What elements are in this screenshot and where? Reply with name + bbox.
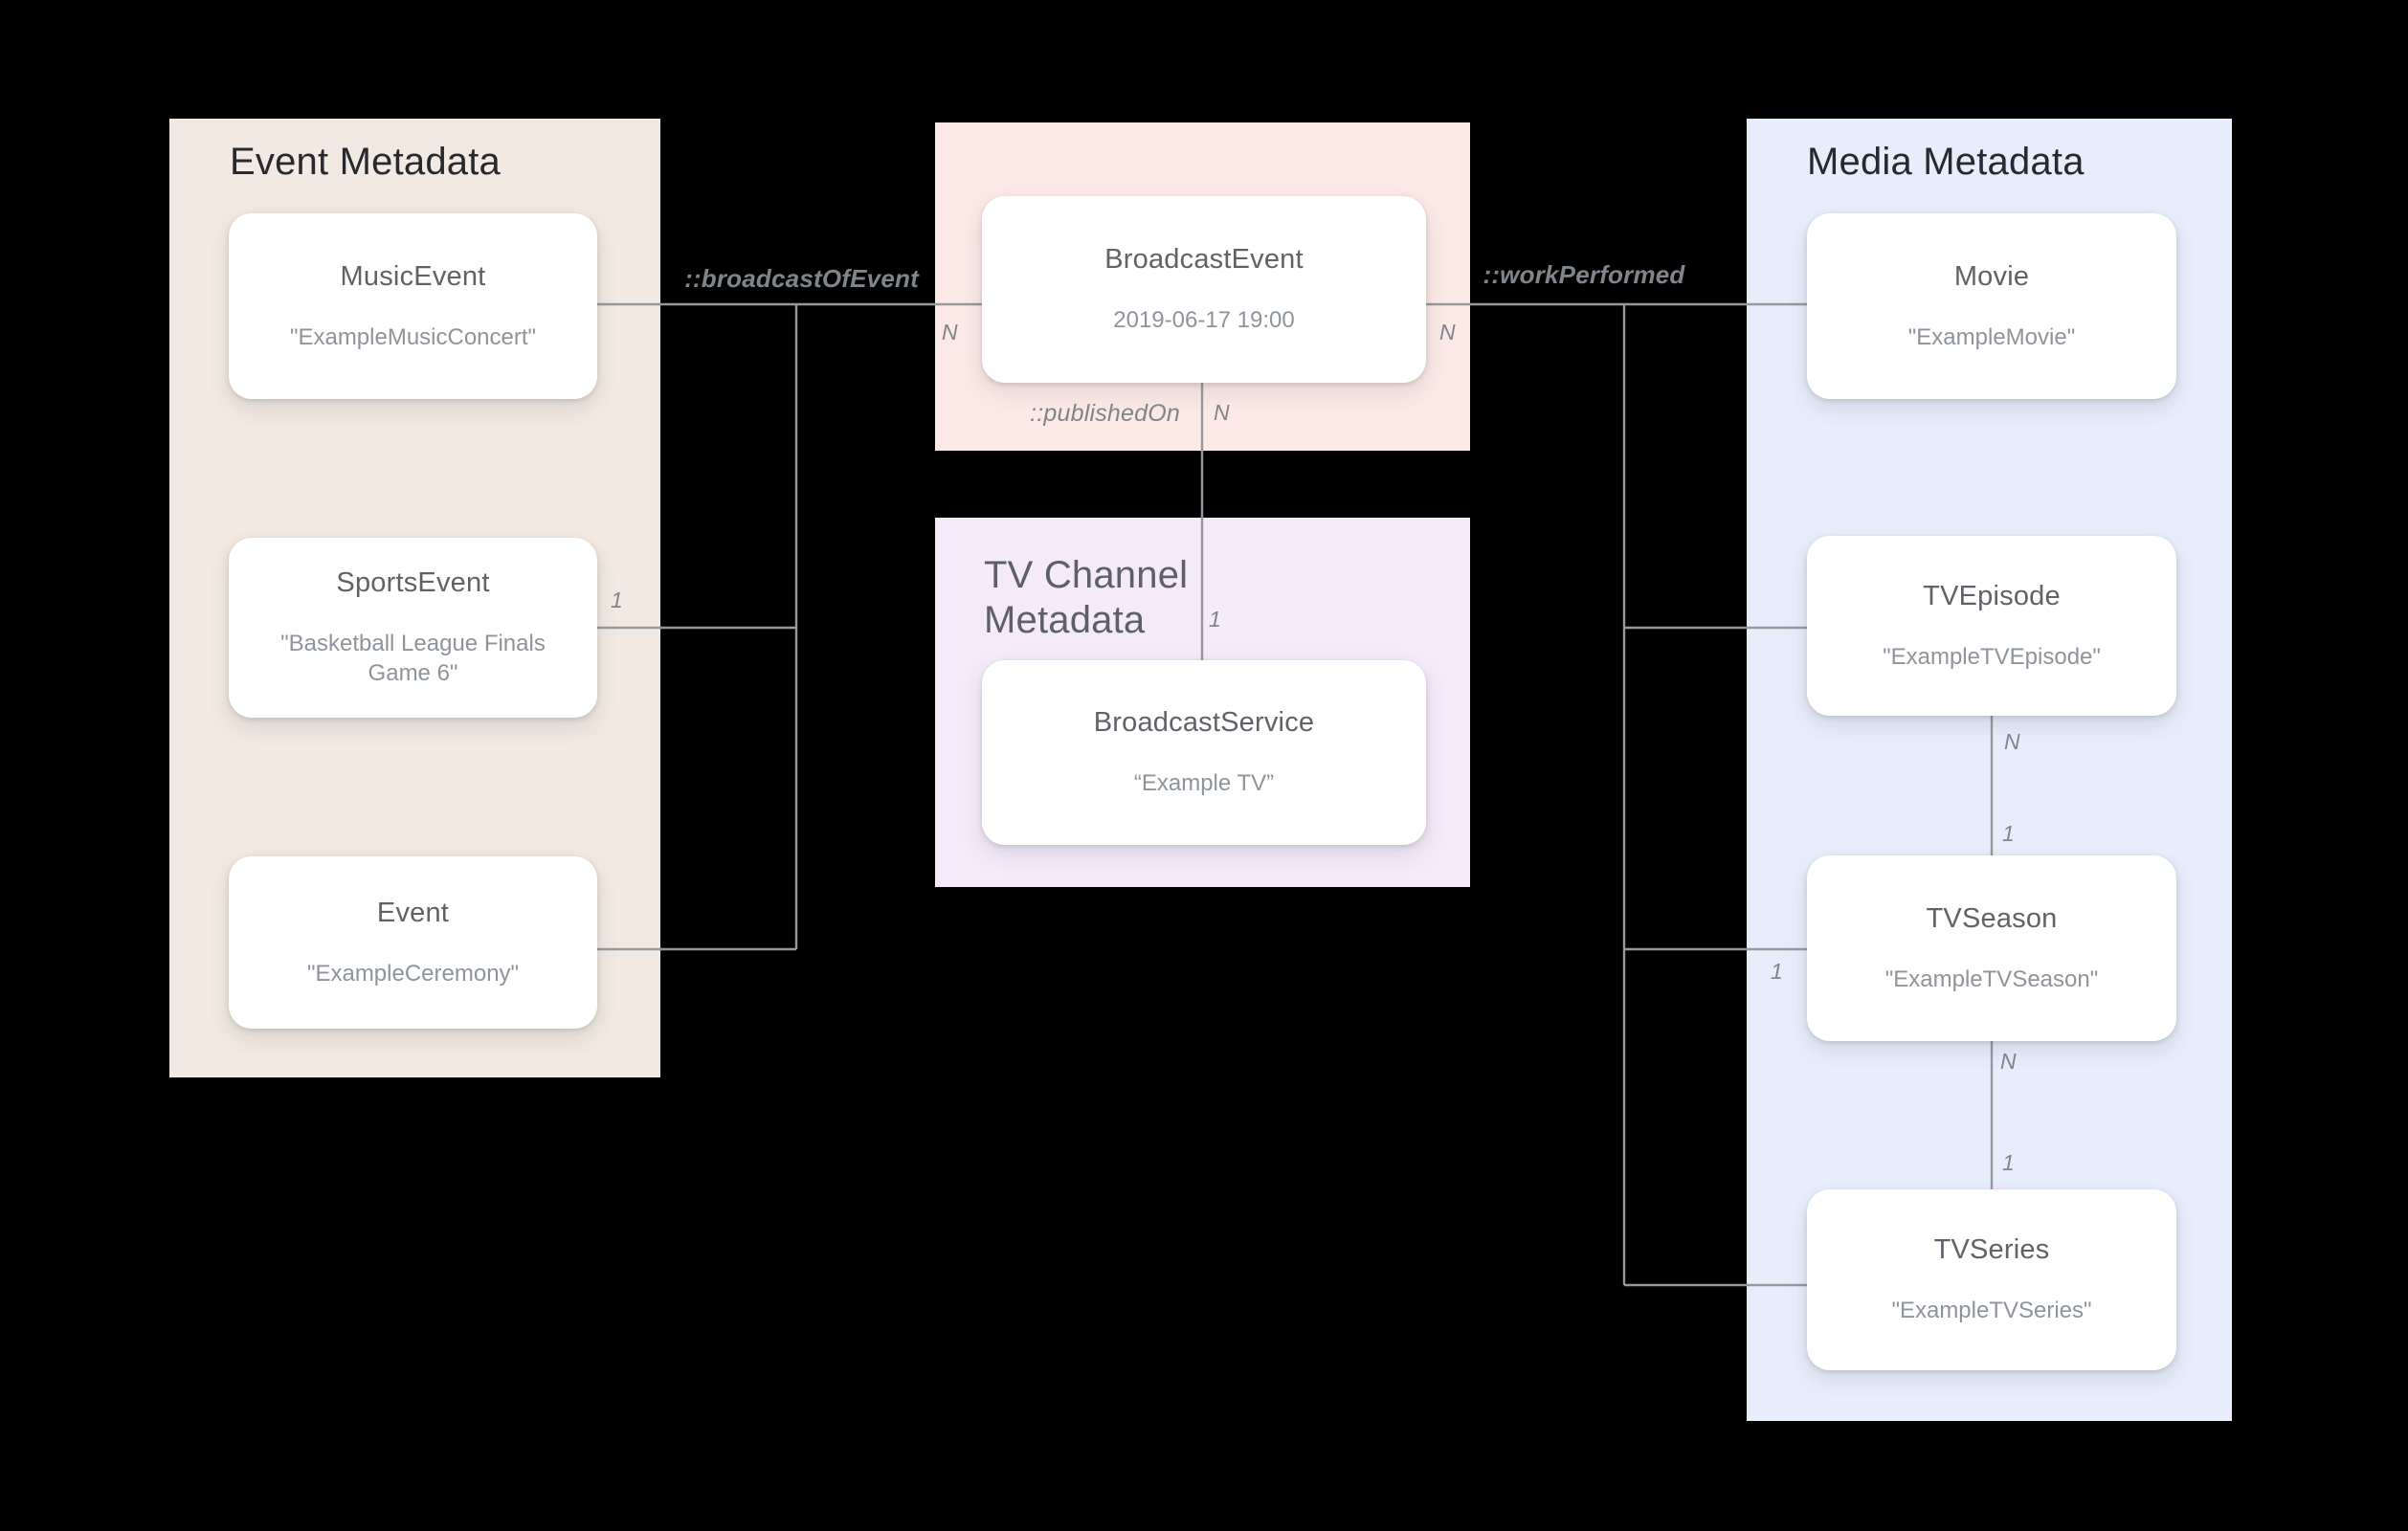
sports-event-node: SportsEvent "Basketball League Finals Ga…: [229, 538, 597, 718]
tv-channel-metadata-title: TV Channel Metadata: [984, 554, 1189, 641]
tv-season-node: TVSeason "ExampleTVSeason": [1807, 855, 2176, 1041]
cardinality-episode-season-n: N: [2004, 729, 2020, 754]
tv-series-title: TVSeries: [1933, 1234, 2050, 1265]
sports-event-title: SportsEvent: [336, 567, 490, 598]
broadcast-event-title: BroadcastEvent: [1104, 244, 1304, 275]
cardinality-season-series-1: 1: [2002, 1150, 2015, 1175]
event-node: Event "ExampleCeremony": [229, 856, 597, 1029]
cardinality-sports-event: 1: [611, 588, 623, 612]
music-event-subtitle: "ExampleMusicConcert": [289, 323, 537, 350]
broadcast-service-node: BroadcastService “Example TV”: [982, 660, 1426, 845]
tv-season-title: TVSeason: [1926, 902, 2058, 934]
media-metadata-title: Media Metadata: [1807, 141, 2085, 183]
cardinality-episode-season-1: 1: [2002, 821, 2015, 846]
tv-series-node: TVSeries "ExampleTVSeries": [1807, 1189, 2176, 1370]
broadcast-event-subtitle: 2019-06-17 19:00: [1113, 307, 1295, 333]
event-title: Event: [376, 897, 450, 928]
work-performed-label: ::workPerformed: [1483, 260, 1685, 289]
broadcast-service-title: BroadcastService: [1093, 707, 1315, 738]
cardinality-broadcast-service-1: 1: [1209, 607, 1221, 632]
cardinality-published-on-n: N: [1214, 400, 1230, 425]
movie-node: Movie "ExampleMovie": [1807, 213, 2176, 399]
music-event-node: MusicEvent "ExampleMusicConcert": [229, 213, 597, 399]
broadcast-service-subtitle: “Example TV”: [1133, 770, 1275, 796]
tv-season-subtitle: "ExampleTVSeason": [1884, 965, 2099, 992]
event-metadata-title: Event Metadata: [230, 141, 501, 183]
tv-episode-title: TVEpisode: [1923, 580, 2061, 611]
cardinality-tv-season-branch-1: 1: [1771, 959, 1783, 984]
movie-title: Movie: [1953, 260, 2030, 292]
broadcast-event-node: BroadcastEvent 2019-06-17 19:00: [982, 196, 1426, 383]
event-subtitle: "ExampleCeremony": [306, 960, 520, 987]
music-event-title: MusicEvent: [340, 260, 486, 292]
broadcast-of-event-label: ::broadcastOfEvent: [684, 264, 919, 293]
tv-episode-subtitle: "ExampleTVEpisode": [1883, 643, 2101, 670]
cardinality-broadcast-event-right: N: [1439, 320, 1456, 344]
published-on-label: ::publishedOn: [1030, 400, 1180, 427]
tv-episode-node: TVEpisode "ExampleTVEpisode": [1807, 536, 2176, 716]
tv-series-subtitle: "ExampleTVSeries": [1891, 1298, 2092, 1323]
sports-event-subtitle: "Basketball League Finals Game 6": [280, 631, 546, 686]
cardinality-broadcast-event-left: N: [942, 320, 958, 344]
cardinality-season-series-n: N: [2000, 1049, 2017, 1074]
movie-subtitle: "ExampleMovie": [1907, 323, 2076, 350]
